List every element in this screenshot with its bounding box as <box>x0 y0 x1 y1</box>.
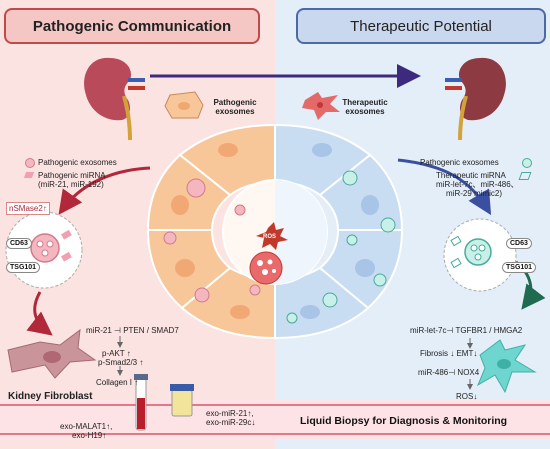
fibroblast-activation-arrow <box>26 291 53 336</box>
urine-sample-icon <box>170 384 194 417</box>
exo-malat1-label: exo-MALAT1↑, <box>60 422 113 431</box>
therapeutic-potential-title: Therapeutic Potential <box>296 8 546 44</box>
legend-therapeutic-mirna: Therapeutic miRNA <box>436 171 506 180</box>
legend-pathogenic-mirna: Pathogenic miRNA <box>38 171 106 180</box>
epithelial-cell-icon <box>164 91 204 119</box>
legend-therapeutic-exosome-icon <box>522 158 532 168</box>
legend-pathogenic-mirna-examples: (miR-21, miR-192) <box>38 180 104 189</box>
legend-pathogenic-exosomes: Pathogenic exosomes <box>38 158 117 167</box>
left-pathway-line4: Collagen I ↑ <box>96 378 139 387</box>
legend-therapeutic-mirna-examples-2: miR-29 mimic2) <box>446 189 502 198</box>
secretion-arrow-left <box>58 166 151 215</box>
stem-cell-icon <box>302 92 340 120</box>
pathogenic-exosomes-label: Pathogenic exosomes <box>213 98 257 116</box>
blood-tube-icon <box>134 374 148 431</box>
pathogenic-communication-title: Pathogenic Communication <box>4 8 260 44</box>
kidney-fibroblast-icon <box>7 328 97 379</box>
kidney-fibroblast-label: Kidney Fibroblast <box>8 391 93 402</box>
secretion-arrow-right <box>397 158 492 216</box>
damaged-organelle-icon <box>249 251 283 285</box>
healthy-kidney-icon <box>445 57 506 141</box>
liquid-biopsy-label: Liquid Biopsy for Diagnosis & Monitoring <box>300 415 508 427</box>
legend-therapeutic-mirna-examples: miR-let-7c、miR-486、 <box>436 180 519 189</box>
ros-burst-icon <box>256 222 288 250</box>
pathogenic-exosome-icon <box>30 233 60 263</box>
right-pathway-line3: miR-486⊣ NOX4 <box>418 368 480 377</box>
exo-h19-label: exo-H19↑ <box>72 431 107 440</box>
cd63-marker-right: CD63 <box>506 238 532 249</box>
cd63-marker-left: CD63 <box>6 238 32 249</box>
left-pathway-line1: miR-21 ⊣ PTEN / SMAD7 <box>86 326 179 335</box>
therapeutic-exosomes-label: Therapeutic exosomes <box>342 98 388 116</box>
right-pathway-line2: Fibrosis ↓ EMT↓ <box>420 349 478 358</box>
damaged-kidney-icon <box>84 57 145 141</box>
left-pathway-line2: p-AKT ↑ <box>102 349 131 358</box>
pathogenic-exosome-cluster <box>163 178 261 303</box>
therapeutic-exosome-cluster <box>286 170 396 324</box>
nsmase2-label: nSMase2↑ <box>6 202 50 215</box>
tsg101-marker-right: TSG101 <box>502 262 537 273</box>
legend-exosome-icon <box>25 158 35 168</box>
right-pathway-line1: miR-let-7c⊣ TGFBR1 / HMGA2 <box>410 326 523 335</box>
repaired-fibroblast-icon <box>476 339 537 394</box>
legend-right-exosomes: Pathogenic exosomes <box>420 158 499 167</box>
exo-mir29c-label: exo-miR-29c↓ <box>206 418 256 427</box>
therapeutic-exosome-icon <box>464 238 492 266</box>
right-pathway-line4: ROS↓ <box>456 392 478 401</box>
exo-mir21-label: exo-miR-21↑, <box>206 409 254 418</box>
left-pathway-line3: p-Smad2/3 ↑ <box>98 358 144 367</box>
tsg101-marker-left: TSG101 <box>6 262 41 273</box>
ros-label: ROS <box>263 234 277 240</box>
